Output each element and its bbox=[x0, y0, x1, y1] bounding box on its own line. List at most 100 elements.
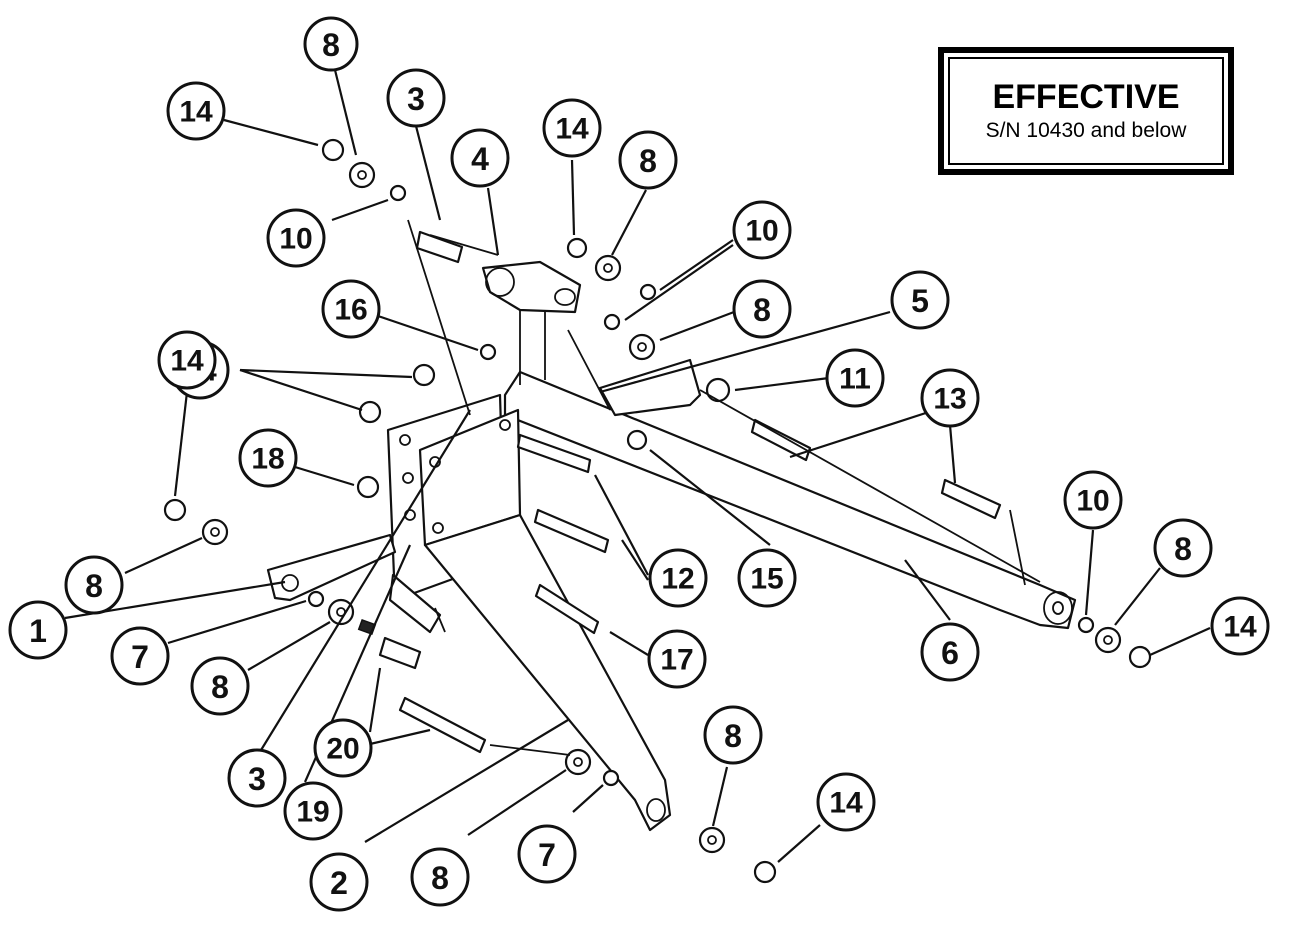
callout-number: 3 bbox=[248, 761, 266, 797]
assembly-centerlines bbox=[407, 219, 1041, 756]
callout-circle bbox=[450, 128, 510, 188]
callout-number: 10 bbox=[745, 215, 778, 248]
callout-8: 8 bbox=[303, 16, 359, 72]
callout-circle bbox=[703, 705, 763, 765]
callout-circle bbox=[618, 130, 678, 190]
callout-circle bbox=[303, 16, 359, 72]
callout-10: 10 bbox=[266, 208, 326, 268]
callout-number: 16 bbox=[334, 294, 367, 327]
effectivity-serial-range: S/N 10430 and below bbox=[985, 119, 1187, 142]
callout-8: 8 bbox=[732, 279, 792, 339]
callout-12: 12 bbox=[648, 548, 708, 608]
callout-circle bbox=[816, 772, 876, 832]
callout-number: 7 bbox=[538, 837, 556, 873]
callout-number: 8 bbox=[211, 669, 229, 705]
callout-circle bbox=[737, 548, 797, 608]
callout-number: 8 bbox=[1174, 531, 1192, 567]
callout-15: 15 bbox=[737, 548, 797, 608]
callout-number: 11 bbox=[839, 363, 871, 396]
callout-circle bbox=[283, 781, 343, 841]
callout-circle bbox=[110, 626, 170, 686]
callout-14: 14 bbox=[816, 772, 876, 832]
callout-number: 13 bbox=[933, 383, 966, 416]
callout-number: 14 bbox=[555, 113, 589, 146]
callout-number: 2 bbox=[330, 865, 348, 901]
callout-circle bbox=[410, 847, 470, 907]
callout-11: 11 bbox=[825, 348, 885, 408]
callout-number: 20 bbox=[326, 733, 359, 766]
callout-8: 8 bbox=[410, 847, 470, 907]
callout-20: 20 bbox=[313, 718, 373, 778]
callout-14: 14 bbox=[157, 330, 217, 390]
callout-19: 19 bbox=[283, 781, 343, 841]
callout-number: 6 bbox=[941, 635, 959, 671]
effectivity-title: EFFECTIVE bbox=[992, 78, 1180, 116]
callout-16: 16 bbox=[321, 279, 381, 339]
bolt-12-upper bbox=[516, 433, 592, 474]
callout-circle bbox=[321, 279, 381, 339]
callout-number: 10 bbox=[1076, 485, 1109, 518]
callout-number: 8 bbox=[753, 292, 771, 328]
callout-circle bbox=[64, 555, 124, 615]
callout-14: 14 bbox=[166, 81, 226, 141]
callout-number: 18 bbox=[251, 443, 284, 476]
left-link-part bbox=[266, 533, 397, 602]
callout-number: 7 bbox=[131, 639, 149, 675]
callout-circle bbox=[647, 629, 707, 689]
callout-circle bbox=[190, 656, 250, 716]
bolt-13 bbox=[750, 418, 812, 462]
callout-circle bbox=[313, 718, 373, 778]
callout-number: 1 bbox=[29, 613, 47, 649]
callout-circle bbox=[238, 428, 298, 488]
callout-number: 8 bbox=[322, 27, 340, 63]
callout-circle bbox=[266, 208, 326, 268]
callout-circle bbox=[1210, 596, 1270, 656]
effectivity-box: EFFECTIVE S/N 10430 and below bbox=[938, 47, 1234, 175]
callout-number: 8 bbox=[639, 143, 657, 179]
callout-circle bbox=[732, 200, 792, 260]
callout-number: 8 bbox=[431, 860, 449, 896]
bolt-20-lower bbox=[398, 696, 487, 754]
hardware-small-parts bbox=[163, 138, 1152, 884]
callout-6: 6 bbox=[920, 622, 980, 682]
callout-18: 18 bbox=[238, 428, 298, 488]
callout-8: 8 bbox=[703, 705, 763, 765]
callout-circle bbox=[386, 68, 446, 128]
callout-number: 5 bbox=[911, 283, 929, 319]
callout-17: 17 bbox=[647, 629, 707, 689]
callout-number: 8 bbox=[724, 718, 742, 754]
callout-number: 14 bbox=[170, 345, 204, 378]
callout-3: 3 bbox=[386, 68, 446, 128]
callout-bubbles: 8143104148108516141113181481781215171081… bbox=[8, 16, 1270, 912]
callout-circle bbox=[825, 348, 885, 408]
callout-2: 2 bbox=[309, 852, 369, 912]
callout-8: 8 bbox=[618, 130, 678, 190]
callout-number: 17 bbox=[660, 644, 693, 677]
callout-circle bbox=[542, 98, 602, 158]
callout-number: 15 bbox=[750, 563, 783, 596]
long-arm-part bbox=[503, 370, 1077, 630]
callout-7: 7 bbox=[110, 626, 170, 686]
callout-circle bbox=[920, 368, 980, 428]
callout-number: 12 bbox=[661, 563, 694, 596]
callout-7: 7 bbox=[517, 824, 577, 884]
callout-circle bbox=[166, 81, 226, 141]
bolt-17 bbox=[534, 583, 600, 635]
callout-13: 13 bbox=[920, 368, 980, 428]
callout-circle bbox=[157, 330, 217, 390]
callout-number: 8 bbox=[85, 568, 103, 604]
parts-illustration bbox=[163, 138, 1152, 884]
callout-14: 14 bbox=[542, 98, 602, 158]
callout-circle bbox=[227, 748, 287, 808]
callout-circle bbox=[890, 270, 950, 330]
callout-circle bbox=[732, 279, 792, 339]
callout-8: 8 bbox=[190, 656, 250, 716]
callout-8: 8 bbox=[64, 555, 124, 615]
callout-number: 10 bbox=[279, 223, 312, 256]
callout-3: 3 bbox=[227, 748, 287, 808]
callout-number: 3 bbox=[407, 81, 425, 117]
callout-circle bbox=[920, 622, 980, 682]
callout-1: 1 bbox=[8, 600, 68, 660]
callout-circle bbox=[1063, 470, 1123, 530]
